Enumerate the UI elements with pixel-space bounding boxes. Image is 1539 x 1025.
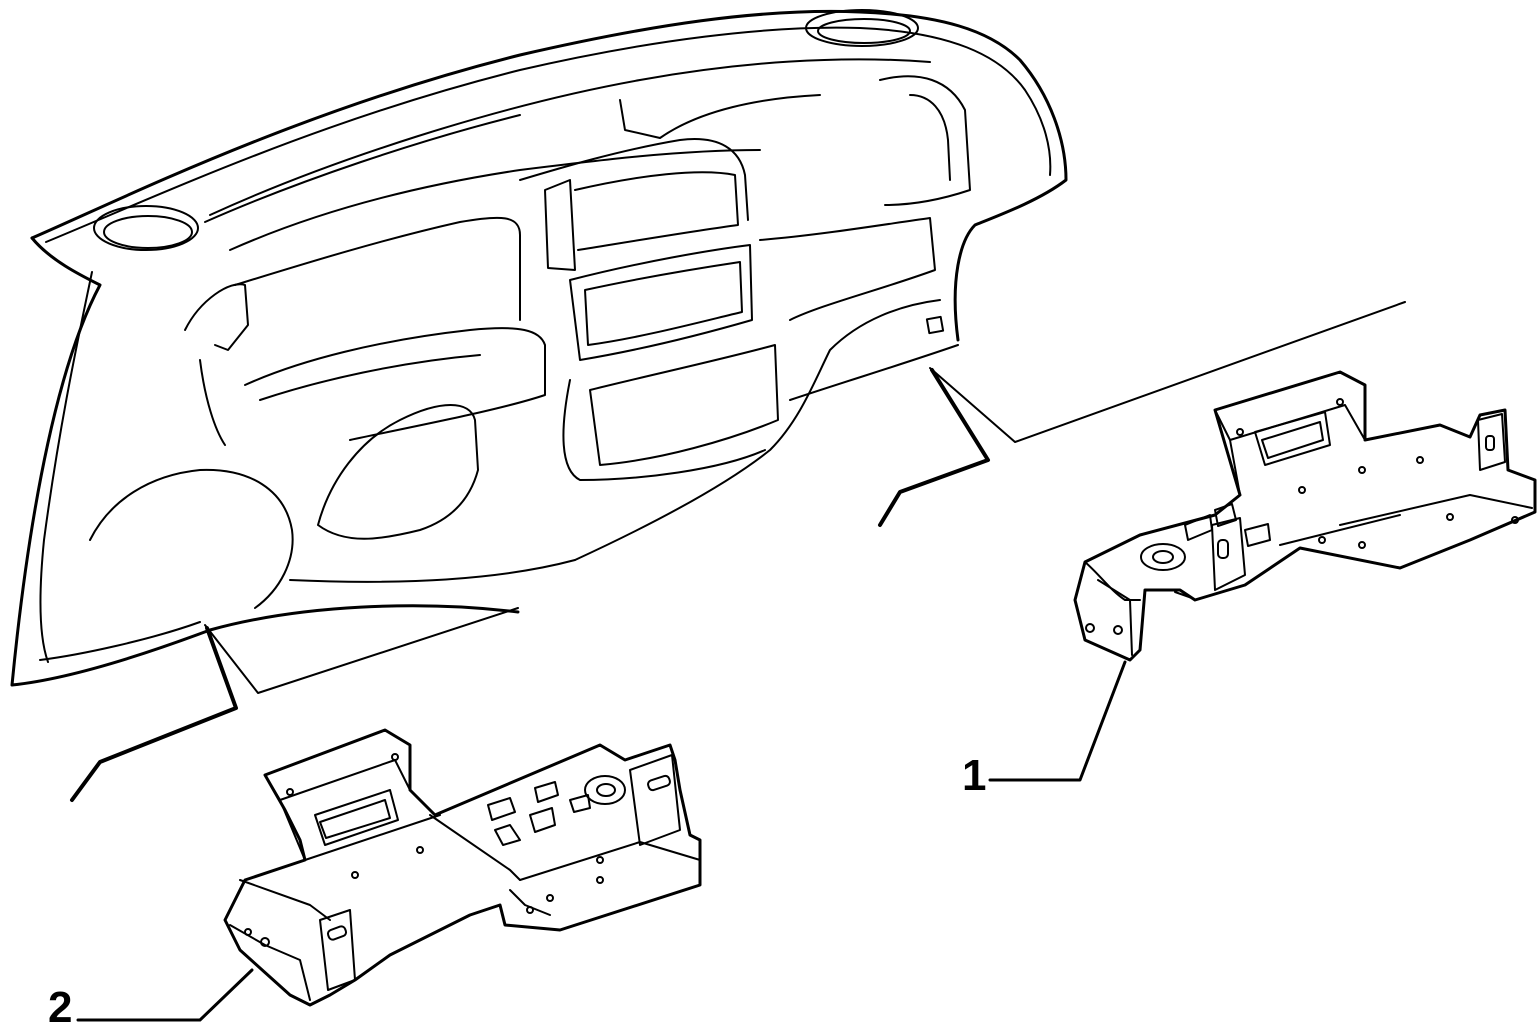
dashboard-panel	[10, 9, 1068, 687]
part-2-crossmember-bracket	[223, 728, 702, 1007]
callout-1-label: 1	[962, 751, 986, 800]
callout-2-label: 2	[48, 983, 72, 1025]
part-1-crossmember-bracket	[1073, 370, 1537, 662]
callout-1: 1	[962, 660, 1127, 800]
assembly-leader-lines	[70, 301, 1406, 802]
callout-2: 2	[48, 968, 254, 1025]
